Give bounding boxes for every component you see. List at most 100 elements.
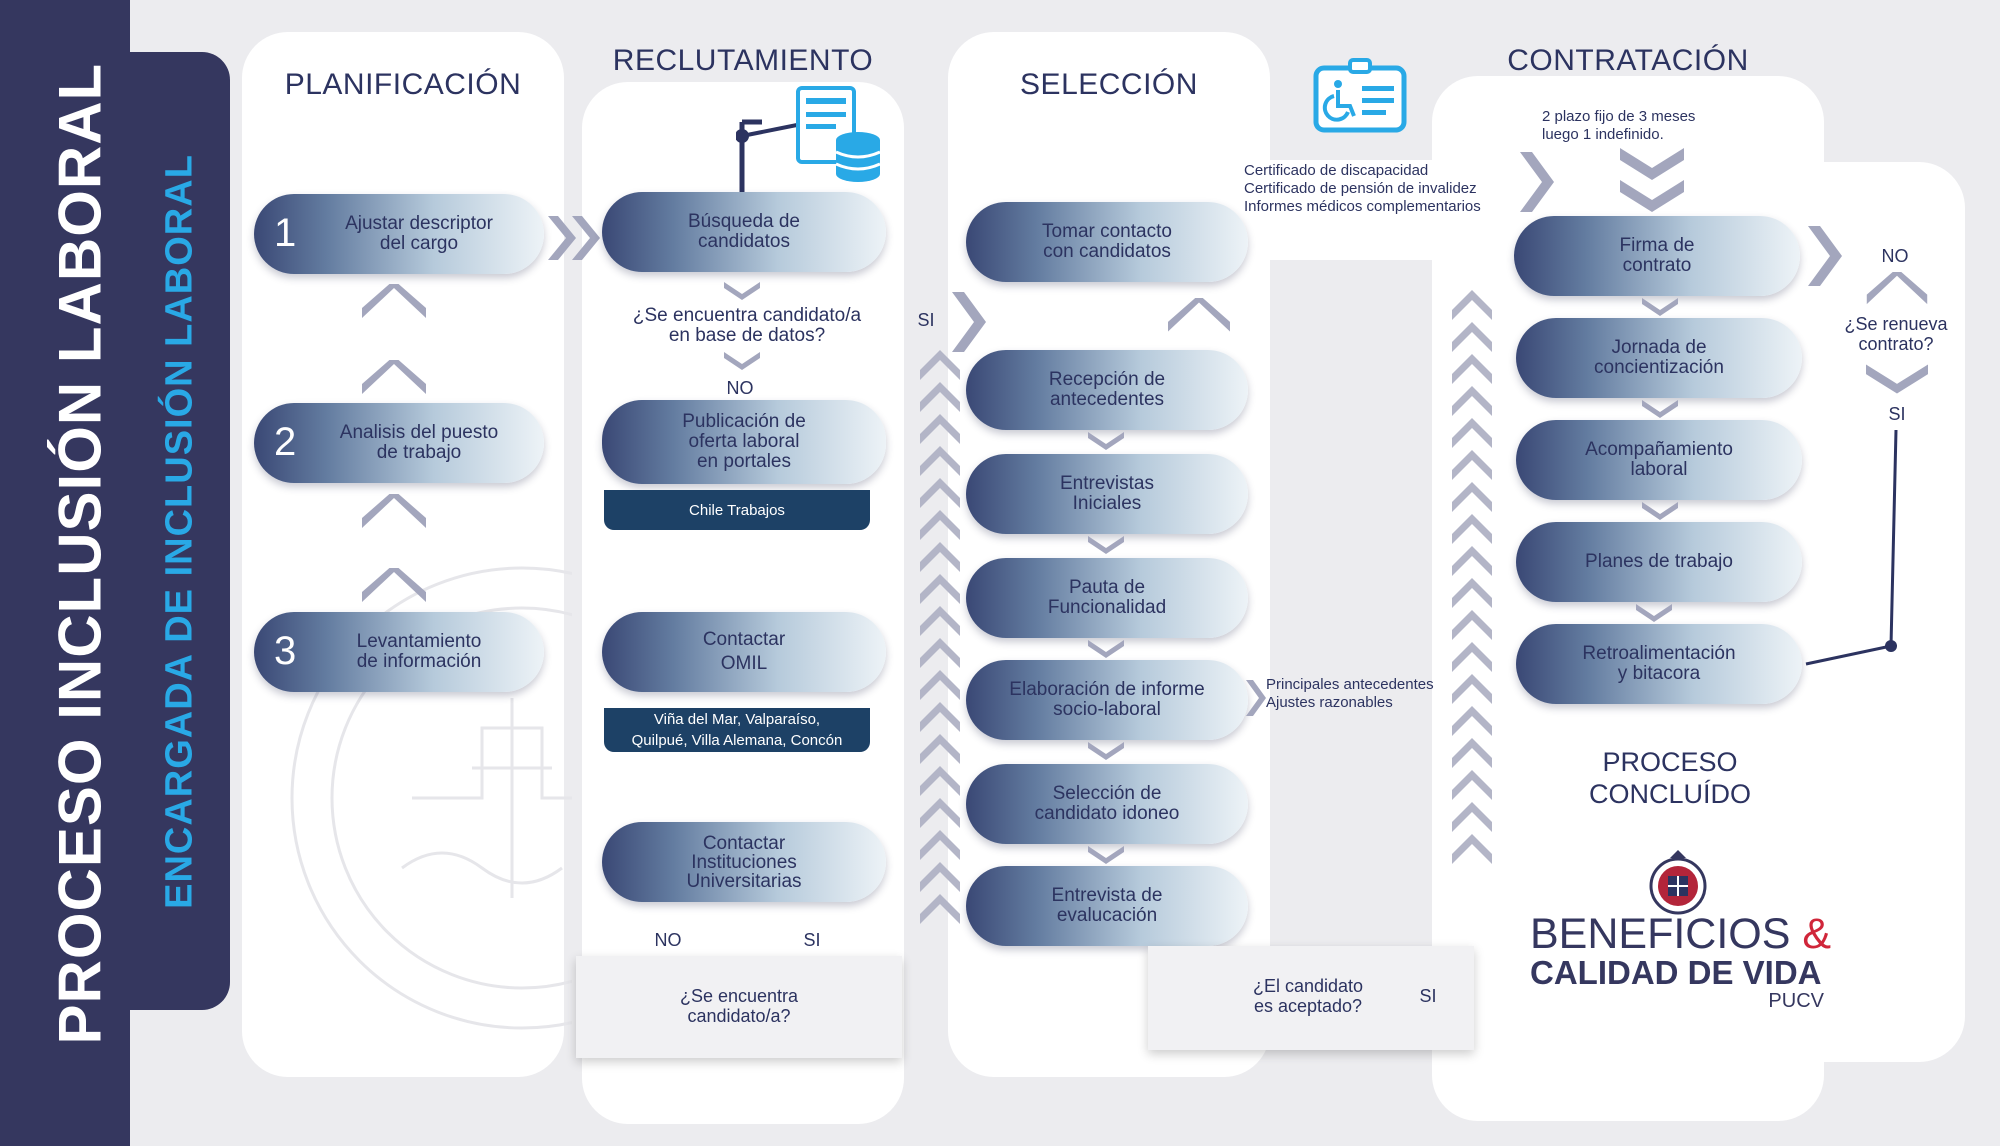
step-label: Tomar contacto con candidatos <box>1042 221 1172 262</box>
step-firma-contrato: Firma de contrato <box>1514 216 1800 296</box>
step-elaboracion-informe: Elaboración de informe socio-laboral <box>966 660 1248 740</box>
title-reclutamiento: RECLUTAMIENTO <box>612 44 874 77</box>
chevron-stack-up-icon <box>1452 290 1492 864</box>
documents-note: Certificado de discapacidad Certificado … <box>1244 162 1481 215</box>
chevron-down-icon <box>1088 640 1124 658</box>
step-planes-trabajo: Planes de trabajo <box>1516 522 1802 602</box>
step-label: Jornada de concientización <box>1594 337 1724 378</box>
step-publicacion-oferta: Publicación de oferta laboral en portale… <box>602 400 886 484</box>
chevron-up-icon <box>362 360 426 394</box>
chevron-down-icon <box>1866 364 1928 394</box>
step-label: Elaboración de informe socio-laboral <box>1009 679 1205 720</box>
step-contactar-omil: Contactar OMIL <box>602 612 886 692</box>
step-label: Pauta de Funcionalidad <box>1047 577 1167 618</box>
chevron-down-icon <box>724 352 760 370</box>
chevron-up-icon <box>362 284 426 318</box>
chevron-right-icon <box>1246 680 1266 716</box>
chevron-down-icon <box>1642 298 1678 316</box>
question-found: ¿Se encuentra candidato/a? <box>679 986 799 1026</box>
step-number: 1 <box>274 211 297 255</box>
step-retroalimentacion: Retroalimentación y bitacora <box>1516 624 1802 704</box>
step-label: Publicación de oferta laboral en portale… <box>682 411 806 472</box>
step-levantamiento: 3 Levantamiento de información <box>254 612 544 692</box>
seal-watermark-icon <box>290 566 572 1030</box>
sub-title: ENCARGADA DE INCLUSIÓN LABORAL <box>158 154 201 909</box>
label-si-seleccion: SI <box>917 310 935 330</box>
column-renovacion <box>1760 162 1965 1062</box>
question-renueva: ¿Se renueva contrato? <box>1844 314 1948 354</box>
chevron-up-icon <box>1168 298 1230 332</box>
label-si-renueva: SI <box>1888 404 1906 424</box>
disability-card-icon <box>1313 58 1407 133</box>
chevron-right-icon <box>952 292 986 352</box>
step-ajustar-descriptor: 1 Ajustar descriptor del cargo <box>254 194 544 274</box>
step-label: Recepción de antecedentes <box>1048 369 1166 410</box>
label-no: NO <box>726 378 754 398</box>
plazo-note: 2 plazo fijo de 3 meses luego 1 indefini… <box>1542 108 1696 143</box>
chevron-up-icon <box>1866 272 1928 305</box>
step-entrevista-evaluacion: Entrevista de evalucación <box>966 866 1248 946</box>
chevron-up-icon <box>362 494 426 528</box>
step-label: Entrevistas Iniciales <box>1060 473 1154 514</box>
step-contactar-universidades: Contactar Instituciones Universitarias <box>602 822 886 902</box>
chile-trabajos-box: Chile Trabajos <box>604 490 870 530</box>
step-number: 2 <box>274 420 297 464</box>
chevron-right-icon <box>1808 226 1842 286</box>
pucv-emblem-icon <box>1649 850 1707 915</box>
step-label: Contactar OMIL <box>702 629 786 674</box>
step-busqueda-candidatos: Búsqueda de candidatos <box>602 192 886 272</box>
brand-line3: PUCV <box>1768 990 1824 1012</box>
step-label: Búsqueda de candidatos <box>688 211 800 252</box>
informe-notes: Principales antecedentes Ajustes razonab… <box>1266 676 1434 711</box>
database-icon <box>736 86 881 194</box>
step-label: Ajustar descriptor del cargo <box>345 213 493 254</box>
step-recepcion-antecedentes: Recepción de antecedentes <box>966 350 1248 430</box>
title-planificacion: PLANIFICACIÓN <box>284 68 522 101</box>
step-label: Firma de contrato <box>1619 235 1695 276</box>
brand-line2: CALIDAD DE VIDA <box>1530 954 1822 991</box>
sidebar-tab <box>130 52 230 1010</box>
main-title: PROCESO INCLUSIÓN LABORAL <box>46 62 114 1045</box>
question-base-datos: ¿Se encuentra candidato/a en base de dat… <box>632 305 862 346</box>
chevron-stack-up-icon <box>920 350 960 924</box>
title-contratacion: CONTRATACIÓN <box>1507 44 1749 77</box>
step-pauta-funcionalidad: Pauta de Funcionalidad <box>966 558 1248 638</box>
process-concluded: PROCESO CONCLUÍDO <box>1588 747 1751 809</box>
chevron-down-icon <box>1088 742 1124 760</box>
brand-amp: & <box>1802 910 1832 958</box>
chevron-down-icon <box>1636 604 1672 622</box>
chevron-down-icon <box>1088 432 1124 450</box>
step-jornada-concientizacion: Jornada de concientización <box>1516 318 1802 398</box>
question-accepted: ¿El candidato es aceptado? <box>1252 976 1364 1016</box>
double-chevron-down-icon <box>1620 148 1684 212</box>
connector-band <box>1268 160 1438 260</box>
chevron-down-icon <box>724 282 760 300</box>
chevron-down-icon <box>1088 846 1124 864</box>
step-entrevistas-iniciales: Entrevistas Iniciales <box>966 454 1248 534</box>
title-seleccion: SELECCIÓN <box>1020 68 1198 101</box>
connector-line <box>1805 429 1898 666</box>
chevron-down-icon <box>1642 502 1678 520</box>
question-found-box <box>576 956 902 1058</box>
chevron-up-icon <box>362 568 426 602</box>
chevron-right-icon <box>1520 152 1554 212</box>
brand-line1: BENEFICIOS <box>1530 910 1791 958</box>
step-label: Entrevista de evalucación <box>1051 885 1163 926</box>
step-label: Contactar Instituciones Universitarias <box>686 832 802 892</box>
step-label: Levantamiento de información <box>356 631 482 672</box>
sidebar-bar <box>0 0 130 1146</box>
step-seleccion-candidato: Selección de candidato idoneo <box>966 764 1248 844</box>
label-si-bottom: SI <box>803 930 821 950</box>
step-label: Planes de trabajo <box>1585 551 1733 572</box>
brand-logo: BENEFICIOS & CALIDAD DE VIDA PUCV <box>1530 910 1832 1012</box>
step-tomar-contacto: Tomar contacto con candidatos <box>966 202 1248 282</box>
step-label: Analisis del puesto de trabajo <box>339 422 499 463</box>
double-chevron-right-icon <box>548 216 600 260</box>
label-no-bottom: NO <box>654 930 682 950</box>
step-acompanamiento-laboral: Acompañamiento laboral <box>1516 420 1802 500</box>
step-analisis-puesto: 2 Analisis del puesto de trabajo <box>254 403 544 483</box>
question-accepted-box <box>1148 946 1474 1050</box>
omil-places-box: Viña del Mar, Valparaíso, Quilpué, Villa… <box>604 708 870 752</box>
label-no-renueva: NO <box>1881 246 1909 266</box>
step-label: Retroalimentación y bitacora <box>1582 643 1736 684</box>
